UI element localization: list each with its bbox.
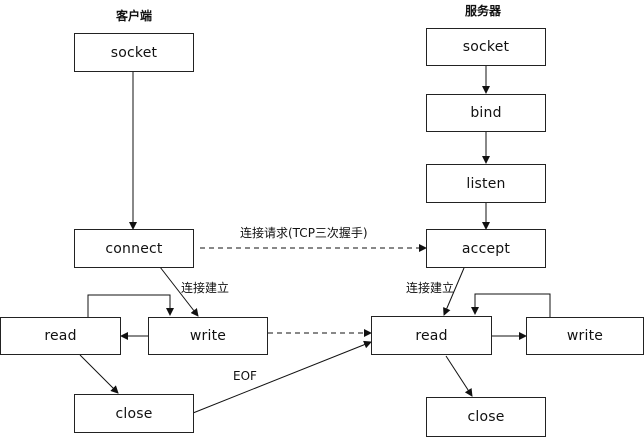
edge-server-accept-read bbox=[443, 267, 465, 316]
server-write-box: write bbox=[526, 317, 644, 355]
client-connect-box: connect bbox=[74, 229, 194, 268]
edge-client-read-close bbox=[79, 354, 119, 394]
server-listen-box: listen bbox=[426, 164, 546, 203]
connect-request-label: 连接请求(TCP三次握手) bbox=[240, 226, 368, 240]
edge-client-connect-write bbox=[159, 266, 199, 317]
edge-server-read-close bbox=[445, 355, 473, 397]
edge-client-read-write-loop bbox=[87, 294, 174, 317]
client-close-box: close bbox=[74, 394, 194, 433]
client-heading: 客户端 bbox=[116, 9, 153, 23]
client-socket-box: socket bbox=[74, 33, 194, 72]
client-established-label: 连接建立 bbox=[181, 281, 230, 295]
client-read-box: read bbox=[0, 317, 121, 355]
server-close-box: close bbox=[426, 397, 546, 437]
edge-eof bbox=[192, 340, 372, 414]
edge-server-write-read-loop bbox=[471, 293, 551, 317]
server-socket-box: socket bbox=[426, 28, 546, 66]
server-established-label: 连接建立 bbox=[406, 281, 455, 295]
eof-label: EOF bbox=[233, 369, 257, 383]
server-accept-box: accept bbox=[426, 229, 546, 268]
server-heading: 服务器 bbox=[465, 4, 502, 18]
client-write-box: write bbox=[148, 317, 268, 355]
server-bind-box: bind bbox=[426, 94, 546, 132]
server-read-box: read bbox=[371, 316, 492, 355]
